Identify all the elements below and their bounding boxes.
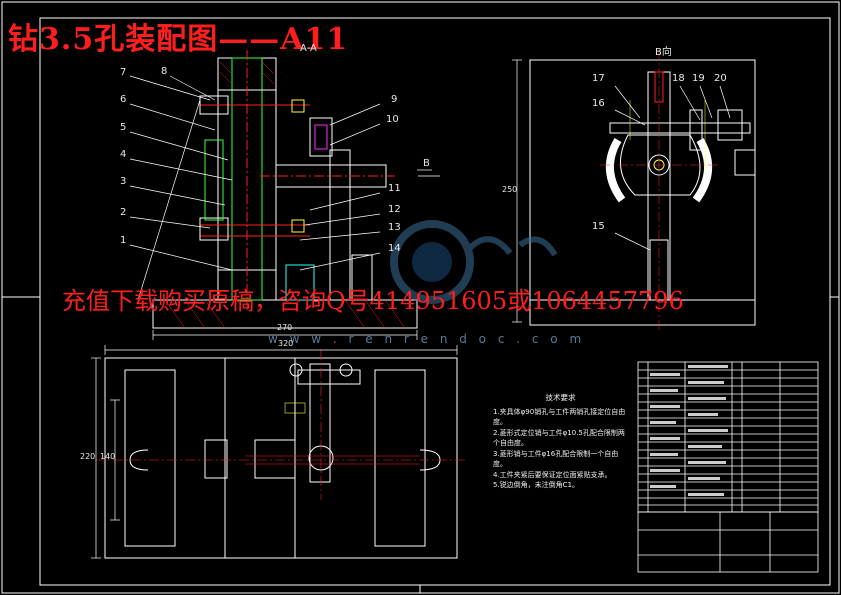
dimension-320: 320	[278, 339, 294, 348]
part-number: 7	[120, 67, 127, 78]
technical-note-item: 5.锐边倒角，未注倒角C1。	[493, 481, 580, 489]
technical-notes: 技术要求 1.夹具体φ90销孔与工件两销孔接定位自由度。 2.菱形式定位销与工件…	[493, 393, 628, 491]
technical-note-item: 2.菱形式定位销与工件φ10.5孔配合限制两个自由度。	[493, 428, 625, 448]
part-number: 13	[388, 222, 401, 233]
technical-note-item: 1.夹具体φ90销孔与工件两销孔接定位自由度。	[493, 407, 626, 427]
part-number: 10	[386, 114, 399, 125]
section-label-a-a: A-A	[300, 43, 317, 54]
technical-note-item: 3.菱形销与工件φ16孔配合限制一个自由度。	[493, 449, 619, 469]
dimension-140: 140	[100, 452, 116, 461]
part-number: 19	[692, 73, 705, 84]
part-number: 15	[592, 221, 605, 232]
inner-frame	[39, 17, 831, 586]
dimension-250: 250	[502, 185, 518, 194]
drawing-title: 钻3.5孔装配图——A11	[8, 22, 349, 57]
view-b	[529, 59, 756, 326]
section-label-b-arrow: B	[423, 158, 430, 169]
part-number: 2	[120, 207, 127, 218]
parts-table	[637, 361, 819, 573]
technical-note-item: 4.工件夹紧后要保证定位面紧贴支承。	[493, 470, 612, 479]
part-number: 9	[391, 94, 398, 105]
part-number: 14	[388, 243, 401, 254]
part-number: 6	[120, 94, 127, 105]
part-number: 17	[592, 73, 605, 84]
contact-banner: 充值下载购买原稿，咨询Q号414951605或1064457796	[62, 287, 684, 315]
part-number: 16	[592, 98, 605, 109]
technical-notes-title: 技术要求	[545, 393, 576, 402]
section-label-b-view: B向	[655, 47, 672, 58]
watermark-url: w w w . r e n r e n d o c . c o m	[268, 332, 586, 346]
part-number: 12	[388, 204, 401, 215]
part-number: 8	[161, 66, 168, 77]
part-number: 1	[120, 235, 127, 246]
section-a-a	[152, 50, 418, 329]
dimension-270: 270	[277, 323, 293, 332]
part-number: 4	[120, 149, 127, 160]
part-number: 18	[672, 73, 685, 84]
part-number: 5	[120, 122, 127, 133]
part-number: 20	[714, 73, 727, 84]
part-number: 3	[120, 176, 127, 187]
dimension-220: 220	[80, 452, 96, 461]
top-view	[104, 357, 458, 559]
watermark-logo	[390, 220, 558, 304]
part-number: 11	[388, 183, 401, 194]
